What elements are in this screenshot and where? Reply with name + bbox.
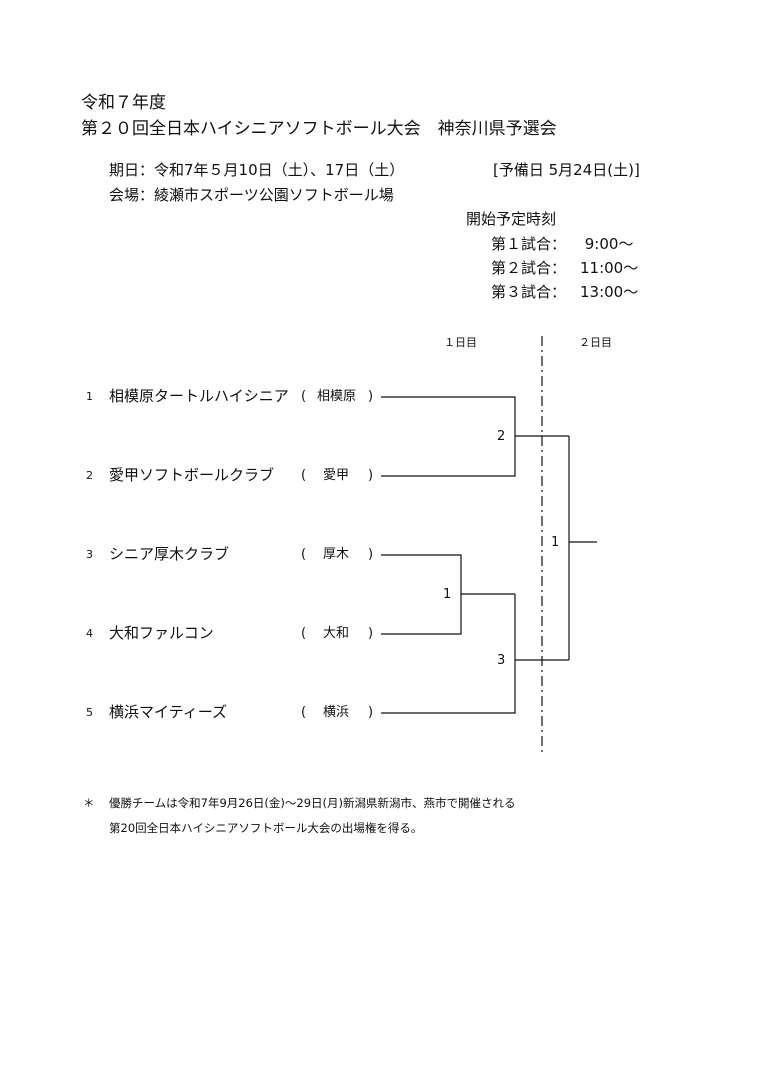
event-venue: 会場：綾瀬市スポーツ公園ソフトボール場 [109, 186, 394, 204]
team-name: 愛甲ソフトボールクラブ [109, 466, 275, 484]
bracket-line-game-3 [381, 594, 516, 714]
team-name: シニア厚木クラブ [109, 545, 230, 563]
reserve-date: [予備日 5月24日(土)] [493, 161, 640, 179]
schedule-game-1-time: 9:00～ [580, 235, 634, 253]
tournament-title: 第２０回全日本ハイシニアソフトボール大会 神奈川県予選会 [81, 119, 557, 139]
team-name: 大和ファルコン [109, 624, 214, 642]
team-city: 愛甲 [323, 468, 350, 483]
paren-close: ) [368, 547, 374, 562]
schedule-game-2-label: 第２試合： [491, 259, 567, 277]
game-number-3: 3 [497, 653, 506, 668]
year-heading: 令和７年度 [81, 93, 166, 113]
team-name: 横浜マイティーズ [109, 703, 228, 721]
schedule-game-3-time: 13:00～ [580, 283, 639, 301]
paren-close: ) [368, 468, 374, 483]
schedule-game-1-label: 第１試合： [491, 235, 567, 253]
schedule-game-3-label: 第３試合： [491, 283, 567, 301]
paren-open: ( [301, 389, 307, 404]
schedule-title: 開始予定時刻 [466, 210, 557, 228]
day-2-label: ２日目 [579, 336, 612, 349]
day-1-label: １日目 [444, 336, 477, 349]
team-seed: 4 [86, 627, 93, 640]
paren-close: ) [368, 705, 374, 720]
game-number-final: 1 [551, 535, 560, 550]
note-line-1: 優勝チームは令和7年9月26日(金)～29日(月)新潟県新潟市、燕市で開催される [109, 796, 516, 810]
game-number-2: 2 [497, 429, 506, 444]
team-seed: 3 [86, 548, 93, 561]
game-number-1: 1 [443, 587, 452, 602]
schedule-game-2-time: 11:00～ [580, 259, 639, 277]
team-name: 相模原タートルハイシニア [109, 387, 289, 405]
team-city: 大和 [323, 626, 350, 641]
bracket-line-game-2 [381, 396, 516, 477]
team-seed: 5 [86, 706, 93, 719]
event-dates: 期日：令和7年５月10日（土）、17日（土） [109, 161, 405, 179]
paren-open: ( [301, 705, 307, 720]
team-seed: 1 [86, 390, 93, 403]
team-city: 厚木 [323, 547, 350, 562]
note-line-2: 第20回全日本ハイシニアソフトボール大会の出場権を得る。 [109, 821, 423, 835]
team-city: 相模原 [317, 389, 357, 404]
paren-close: ) [368, 389, 374, 404]
paren-open: ( [301, 468, 307, 483]
team-seed: 2 [86, 469, 93, 482]
paren-close: ) [368, 626, 374, 641]
note-mark: ＊ [83, 796, 95, 810]
team-city: 横浜 [323, 705, 350, 720]
paren-open: ( [301, 547, 307, 562]
paren-open: ( [301, 626, 307, 641]
